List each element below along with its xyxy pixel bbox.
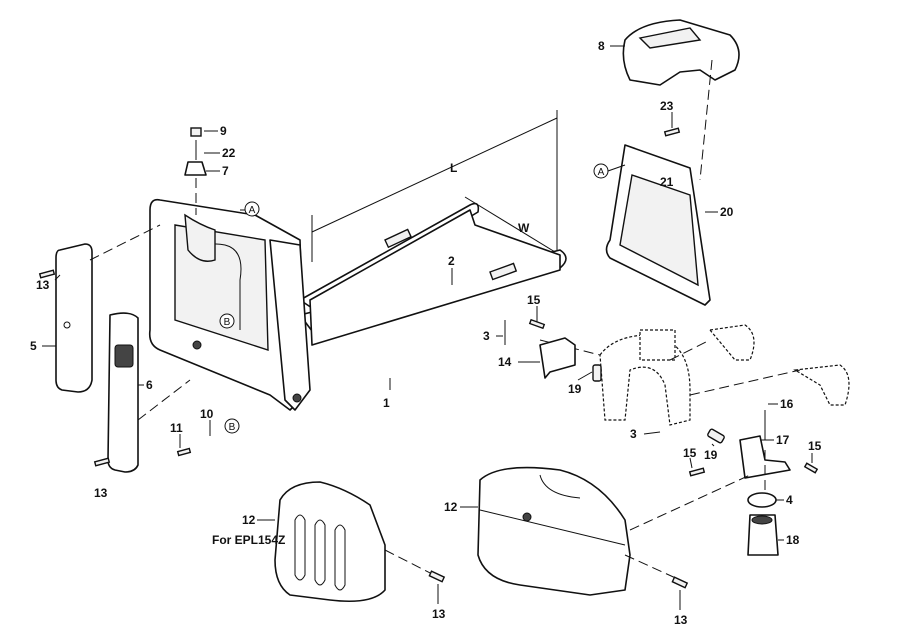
callouts: 8 23 21 20 9 22 7 2 13 5 6 15 3 14 19 1 … [30,39,822,627]
ref-marker-b [219,313,235,329]
callout: 18 [786,533,800,547]
bumper-12 [477,466,631,596]
bumper-12-epl154z [274,481,386,603]
dim-label-w: W [518,221,530,235]
callout: 3 [483,329,490,343]
part-9 [190,127,202,137]
yoke-assembly [539,324,850,556]
leader-lines [42,45,813,610]
bracket-14 [539,337,576,379]
svg-text:B: B [229,422,236,433]
callout: 11 [170,421,183,435]
callout: 13 [94,486,108,500]
part-18 [747,514,779,556]
svg-text:A: A [598,167,605,178]
callout: 1 [383,396,390,410]
callout: 4 [786,493,793,507]
svg-text:B: B [224,317,231,328]
callout: 22 [222,146,236,160]
side-cover-5 [55,243,93,393]
bracket-17 [739,435,791,479]
callout: 19 [704,448,718,462]
callout: 20 [720,205,734,219]
callout: 14 [498,355,512,369]
variant-note: For EPL154Z [212,533,285,547]
dim-label-l: L [450,161,457,175]
callout: 12 [242,513,256,527]
fork-frame [148,198,567,411]
dimension-w: W [464,196,561,256]
callout: 15 [808,439,822,453]
callout: 6 [146,378,153,392]
callout: 7 [222,164,229,178]
cover-badge [114,344,134,368]
dimension-l: L [311,110,558,262]
callout: 13 [674,613,688,627]
callout: 23 [660,99,674,113]
ref-marker-a [244,201,260,217]
callout: 16 [780,397,794,411]
pin-19b [707,428,725,444]
side-cover-6 [107,312,139,473]
callout: 17 [776,433,790,447]
callout: 15 [683,446,697,460]
part-4 [747,492,777,508]
callout: 12 [444,500,458,514]
ref-marker-b [224,418,240,434]
callout: 2 [448,254,455,268]
pin-19 [592,364,602,382]
callout: 13 [432,607,446,621]
svg-text:A: A [249,205,256,216]
callout: 15 [527,293,541,307]
screws [38,127,819,589]
part-7 [184,161,207,176]
callout: 19 [568,382,582,396]
callout: 21 [660,175,674,189]
callout: 10 [200,407,214,421]
cover-hole [63,321,71,329]
callout: 9 [220,124,227,138]
callout: 5 [30,339,37,353]
callout: 3 [630,427,637,441]
callout: 8 [598,39,605,53]
callout: 13 [36,278,50,292]
